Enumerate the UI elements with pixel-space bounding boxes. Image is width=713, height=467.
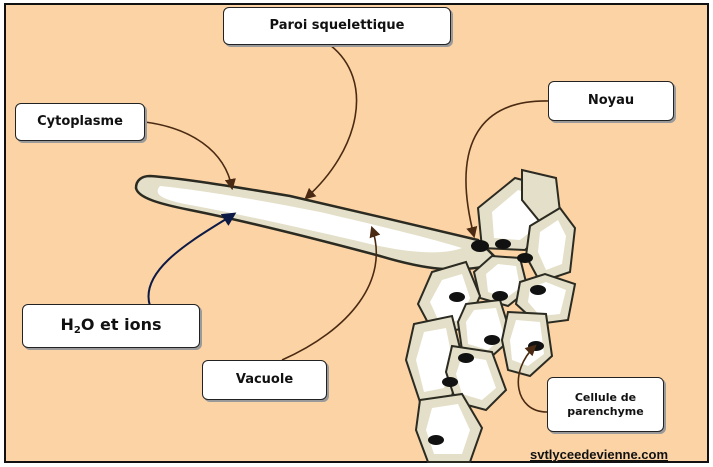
arrow-h2o bbox=[148, 214, 234, 306]
source-credit-link[interactable]: svtlyceedevienne.com bbox=[530, 447, 668, 462]
label-cytoplasme: Cytoplasme bbox=[15, 103, 145, 141]
nucleus bbox=[530, 285, 546, 295]
nucleus bbox=[442, 377, 458, 387]
root-hair-vacuole bbox=[158, 186, 462, 252]
label-h2o-et-ions: H2O et ions bbox=[22, 304, 200, 348]
nucleus bbox=[428, 435, 444, 445]
label-paroi-squelettique: Paroi squelettique bbox=[223, 7, 451, 45]
nucleus bbox=[528, 341, 544, 351]
label-vacuole-text: Vacuole bbox=[236, 372, 293, 388]
label-noyau: Noyau bbox=[548, 81, 674, 121]
parenchyma-cell bbox=[502, 312, 552, 376]
nucleus bbox=[495, 239, 511, 249]
label-noyau-text: Noyau bbox=[588, 93, 634, 109]
nucleus bbox=[458, 353, 474, 363]
nucleus bbox=[484, 335, 500, 345]
label-h2o-text: H2O et ions bbox=[61, 315, 162, 338]
label-cellule-line2: parenchyme bbox=[567, 405, 643, 418]
label-cytoplasme-text: Cytoplasme bbox=[37, 114, 123, 130]
nucleus bbox=[471, 240, 489, 252]
label-h2o-suffix: O et ions bbox=[81, 315, 162, 334]
root-hair bbox=[136, 176, 500, 269]
nucleus bbox=[492, 291, 508, 301]
label-cellule-line1: Cellule de bbox=[575, 391, 636, 404]
arrow-paroi bbox=[306, 45, 357, 198]
label-paroi-text: Paroi squelettique bbox=[270, 18, 405, 34]
label-h2o-prefix: H bbox=[61, 315, 74, 334]
label-h2o-subscript: 2 bbox=[74, 325, 81, 336]
nucleus bbox=[449, 292, 465, 302]
label-vacuole: Vacuole bbox=[202, 360, 327, 400]
nucleus bbox=[517, 253, 533, 263]
